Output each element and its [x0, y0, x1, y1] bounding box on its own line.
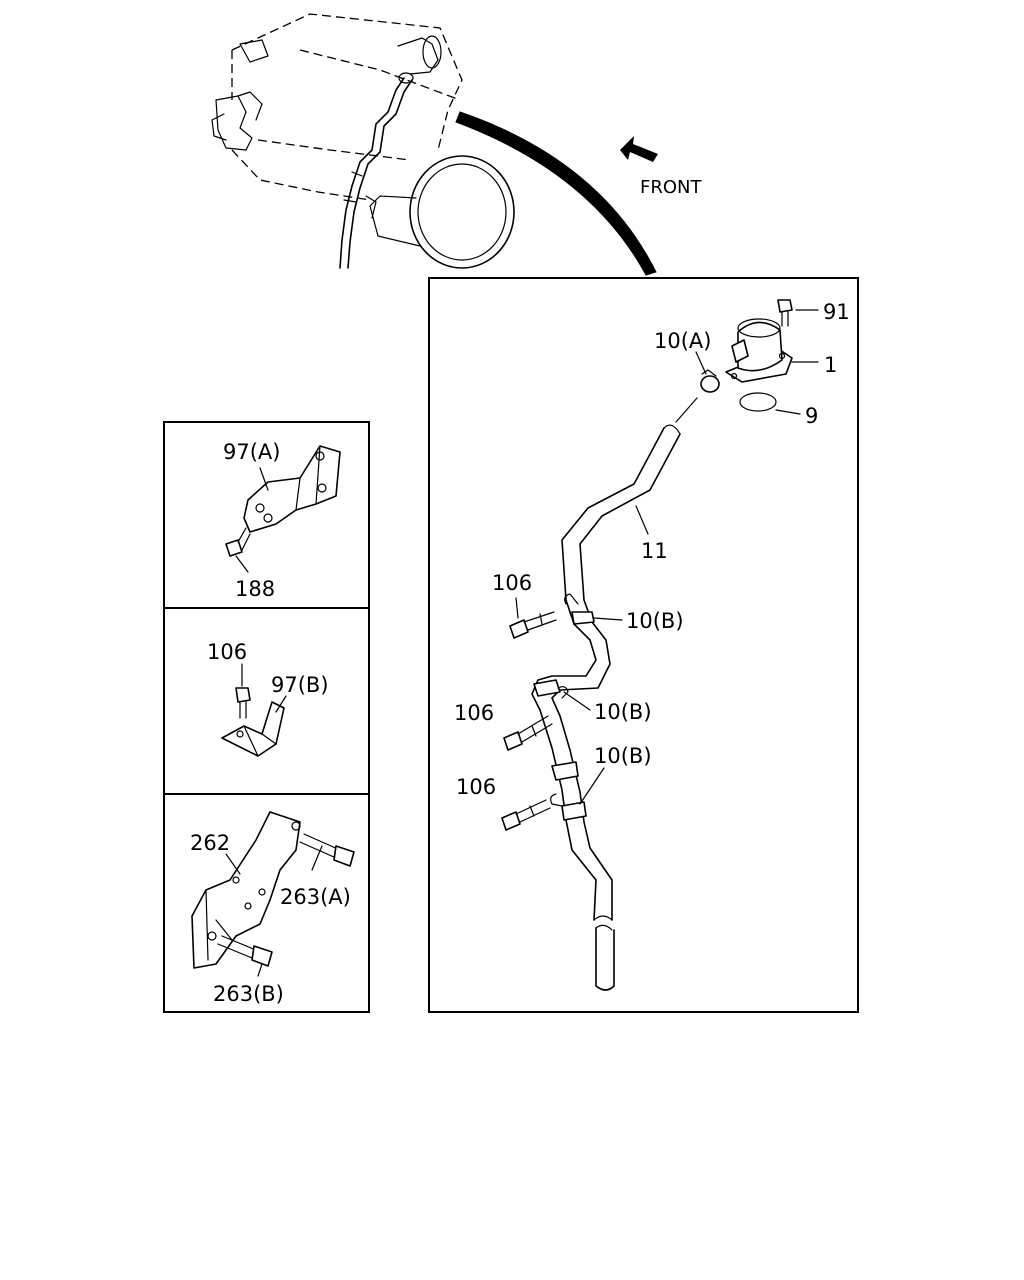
callout-11: 11 [641, 539, 668, 563]
bolt-106-middle [503, 715, 553, 751]
callout-106-upper: 106 [492, 571, 532, 595]
callout-262: 262 [190, 831, 230, 855]
callout-263a: 263(A) [280, 885, 351, 909]
o-ring-9 [739, 392, 777, 412]
callout-106-inset: 106 [207, 640, 247, 664]
clamp-10b-upper [564, 593, 595, 625]
engine-overview-illustration [211, 13, 515, 269]
front-label: FRONT [640, 177, 702, 198]
callout-263b: 263(B) [213, 982, 284, 1006]
inset-frame [163, 421, 370, 1013]
callout-10b-upper: 10(B) [626, 609, 684, 633]
clamp-10b-middle [533, 679, 569, 699]
bolt-263a [299, 833, 355, 867]
callout-106-middle: 106 [454, 701, 494, 725]
bolt-106-lower [501, 799, 551, 831]
callout-97b: 97(B) [271, 673, 329, 697]
main-leader-lines [515, 309, 819, 805]
detail-leader-arc [455, 111, 657, 276]
callout-188: 188 [235, 577, 275, 601]
callout-9: 9 [805, 404, 818, 428]
callout-1: 1 [824, 353, 837, 377]
callout-106-lower: 106 [456, 775, 496, 799]
bolt-91 [777, 299, 793, 327]
housing-part [725, 318, 793, 383]
bracket-97b [221, 701, 285, 757]
main-detail-frame [428, 277, 859, 1013]
bolt-188 [225, 527, 251, 557]
callout-10a: 10(A) [654, 329, 711, 353]
clamp-10a [700, 369, 720, 393]
callout-91: 91 [823, 300, 850, 324]
bolt-263b [217, 935, 273, 967]
callout-10b-lower: 10(B) [594, 744, 652, 768]
bracket-97a [243, 445, 341, 533]
bolt-106-upper [509, 611, 557, 639]
front-arrow-icon [620, 136, 658, 162]
callout-10b-middle: 10(B) [594, 700, 652, 724]
clamp-10b-lower [550, 761, 587, 821]
bracket-262 [191, 811, 301, 969]
callout-97a: 97(A) [223, 440, 280, 464]
bolt-106-inset [235, 687, 251, 719]
